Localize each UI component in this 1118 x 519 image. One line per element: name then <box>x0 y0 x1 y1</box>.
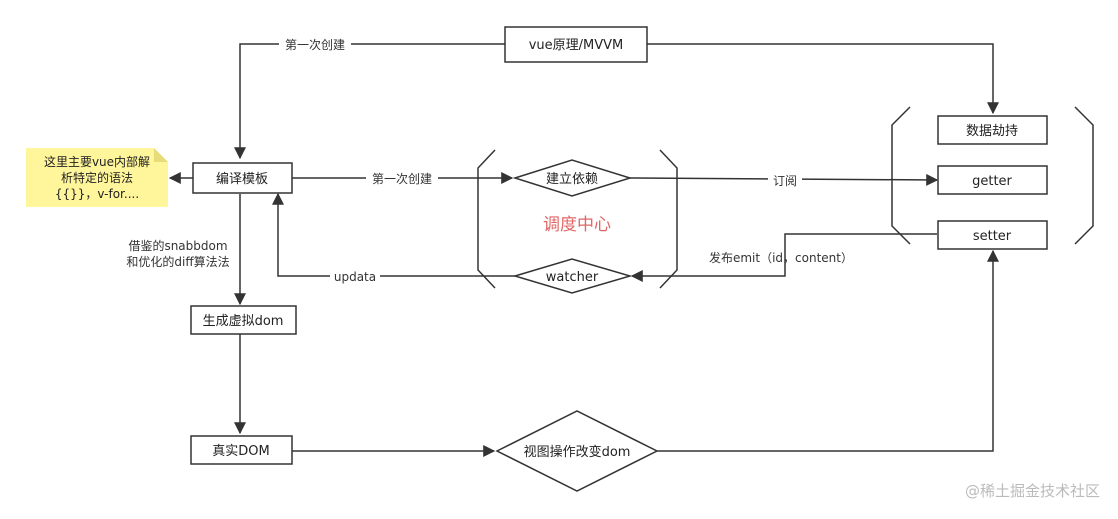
build-dependency-label: 建立依赖 <box>546 172 598 187</box>
virtual-dom-node <box>190 305 297 335</box>
edge-label-publish: 发布emit（id，content） <box>709 250 853 265</box>
scheduler-label: 调度中心 <box>543 215 611 235</box>
setter-label: setter <box>973 229 1012 244</box>
edge-label-updata: updata <box>334 270 376 284</box>
syntax-note-line-3: {{}}，v-for.... <box>55 187 139 201</box>
compile-template-label: 编译模板 <box>216 172 268 187</box>
edge-label-subscribe: 订阅 <box>773 174 797 188</box>
watermark: @稀土掘金技术社区 <box>965 482 1100 500</box>
watcher-label: watcher <box>546 270 599 285</box>
getter-label: getter <box>972 174 1012 189</box>
getter-node <box>937 165 1048 195</box>
edge-mvvm-to-compile <box>234 43 505 160</box>
edge-setter-to-watcher <box>630 233 937 282</box>
real-dom-label: 真实DOM <box>212 444 269 459</box>
edge-label-snabbdom-1: 借鉴的snabbdom <box>128 238 227 253</box>
virtual-dom-label: 生成虚拟dom <box>203 314 284 329</box>
edge-view-to-setter <box>657 249 999 452</box>
edge-label-snabbdom-2: 和优化的diff算法法 <box>126 254 229 269</box>
observer-right-bracket <box>1074 106 1094 245</box>
view-operation-node <box>495 410 659 492</box>
edge-mvvm-to-hijack <box>647 43 999 115</box>
setter-node <box>937 220 1048 250</box>
data-hijack-label: 数据劫持 <box>966 124 1018 139</box>
real-dom-node <box>190 435 293 465</box>
syntax-note-line-2: 析特定的语法 <box>61 170 133 185</box>
observer-left-bracket <box>891 106 911 245</box>
build-dependency-node <box>512 159 633 197</box>
syntax-note-fold <box>154 148 168 162</box>
edge-label-first-create-top: 第一次创建 <box>285 38 345 52</box>
syntax-note <box>26 148 168 207</box>
compile-template-node <box>192 162 293 194</box>
view-operation-label: 视图操作改变dom <box>524 444 631 460</box>
syntax-note-line-1: 这里主要vue内部解 <box>44 154 150 169</box>
data-hijack-node <box>937 115 1048 145</box>
watcher-node <box>512 258 633 294</box>
edge-watcher-to-compile <box>272 192 515 277</box>
vue-mvvm-node <box>504 26 648 63</box>
scheduler-right-bracket <box>659 149 678 289</box>
vue-mvvm-label: vue原理/MVVM <box>529 38 624 53</box>
edge-label-first-create-mid: 第一次创建 <box>372 172 432 186</box>
scheduler-left-bracket <box>477 149 496 289</box>
